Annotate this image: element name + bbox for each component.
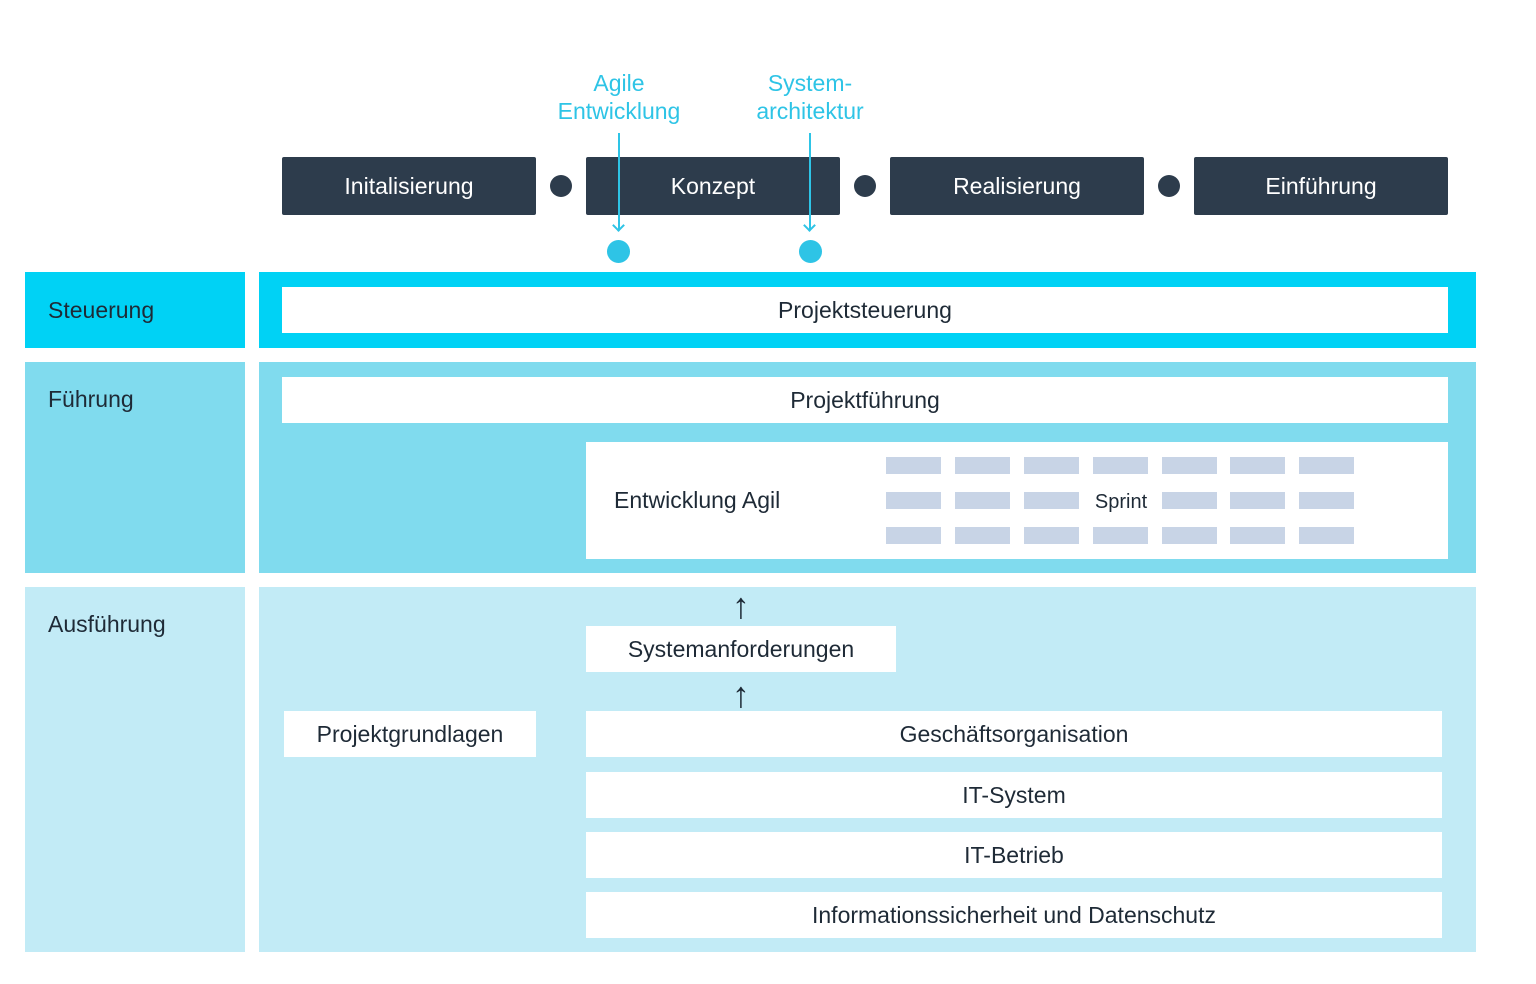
sprint-cell bbox=[886, 492, 941, 509]
box-informationssicherheit: Informationssicherheit und Datenschutz bbox=[586, 892, 1442, 938]
sprint-cell bbox=[955, 527, 1010, 544]
entwicklung-agil-label: Entwicklung Agil bbox=[614, 487, 781, 513]
sprint-cell bbox=[1230, 527, 1285, 544]
connector-arrowhead-agile bbox=[612, 219, 625, 232]
sprint-cell bbox=[1162, 527, 1217, 544]
annotation-system-line2: architektur bbox=[756, 98, 864, 124]
box-projektsteuerung: Projektsteuerung bbox=[282, 287, 1448, 333]
annotation-agile-line2: Entwicklung bbox=[557, 98, 681, 124]
sprint-cell bbox=[1230, 457, 1285, 474]
annotation-systemarchitektur: System- architektur bbox=[710, 69, 910, 125]
sprint-cell bbox=[1024, 457, 1079, 474]
sprint-cell bbox=[1162, 457, 1217, 474]
sprint-cell bbox=[1299, 457, 1354, 474]
box-entwicklung-agil: Entwicklung Agil Sprint bbox=[586, 442, 1448, 559]
phase-konzept: Konzept bbox=[586, 157, 840, 215]
box-systemanforderungen: Systemanforderungen bbox=[586, 626, 896, 672]
sprint-cell bbox=[1093, 457, 1148, 474]
box-geschaeftsorganisation: Geschäftsorganisation bbox=[586, 711, 1442, 757]
arrow-up-icon: ↑ bbox=[732, 674, 750, 715]
row-label-ausfuehrung-panel: Ausführung bbox=[25, 587, 245, 952]
box-it-betrieb: IT-Betrieb bbox=[586, 832, 1442, 878]
connector-endpoint-agile bbox=[607, 240, 630, 263]
annotation-system-line1: System- bbox=[767, 70, 853, 96]
sprint-cell bbox=[1024, 527, 1079, 544]
phase-einfuehrung: Einführung bbox=[1194, 157, 1448, 215]
connector-line-system bbox=[809, 133, 811, 230]
sprint-cell bbox=[886, 457, 941, 474]
sprint-cell bbox=[1162, 492, 1217, 509]
sprint-cell bbox=[1093, 527, 1148, 544]
arrow-up-icon: ↑ bbox=[732, 585, 750, 626]
box-projektfuehrung: Projektführung bbox=[282, 377, 1448, 423]
sprint-cell bbox=[1299, 492, 1354, 509]
row-label-fuehrung-panel: Führung bbox=[25, 362, 245, 573]
box-it-system: IT-System bbox=[586, 772, 1442, 818]
phase-initialisierung: Initalisierung bbox=[282, 157, 536, 215]
phase-separator-dot bbox=[1158, 175, 1180, 197]
connector-arrowhead-system bbox=[803, 219, 816, 232]
row-panel-steuerung: Projektsteuerung bbox=[259, 272, 1476, 348]
connector-endpoint-system bbox=[799, 240, 822, 263]
phase-separator-dot bbox=[854, 175, 876, 197]
row-label-fuehrung: Führung bbox=[48, 386, 134, 412]
row-panel-fuehrung: Projektführung Entwicklung Agil Sprint bbox=[259, 362, 1476, 573]
connector-line-agile bbox=[618, 133, 620, 230]
annotation-agile-entwicklung: Agile Entwicklung bbox=[519, 69, 719, 125]
row-label-ausfuehrung: Ausführung bbox=[48, 611, 166, 637]
box-projektgrundlagen: Projektgrundlagen bbox=[284, 711, 536, 757]
row-panel-ausfuehrung: ↑ Systemanforderungen ↑ Projektgrundlage… bbox=[259, 587, 1476, 952]
sprint-cell bbox=[886, 527, 941, 544]
phase-separator-dot bbox=[550, 175, 572, 197]
sprint-cell bbox=[1230, 492, 1285, 509]
sprint-cell bbox=[955, 457, 1010, 474]
sprint-label: Sprint bbox=[1094, 491, 1148, 513]
row-label-steuerung-panel: Steuerung bbox=[25, 272, 245, 348]
annotation-agile-line1: Agile bbox=[593, 70, 645, 96]
sprint-cell bbox=[1299, 527, 1354, 544]
sprint-cell bbox=[955, 492, 1010, 509]
sprint-grid bbox=[586, 442, 1448, 559]
row-label-steuerung: Steuerung bbox=[48, 297, 155, 323]
sprint-cell bbox=[1024, 492, 1079, 509]
phase-realisierung: Realisierung bbox=[890, 157, 1144, 215]
